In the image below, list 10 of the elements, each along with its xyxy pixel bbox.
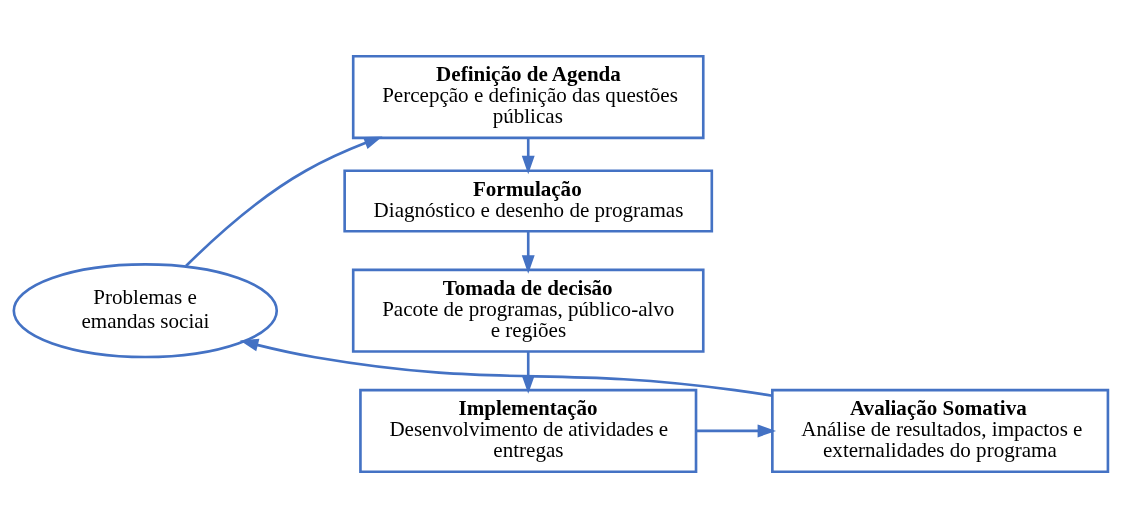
node-box: Formulação Diagnóstico e desenho de programas [343,168,714,233]
node-box: Definição de Agenda Percepção e definição das questões públicas [351,54,705,139]
node-box: Tomada de decisão Pacote de programas, público-alvo e regiões [351,268,705,353]
node-box: Avaliação Somativa Análise de resultados, impactos e externalidades do programa [771,388,1110,473]
arrow [521,137,535,174]
arrow [696,423,777,437]
arrow [521,231,535,274]
node-ellipse: Problemas e emandas sociai [12,262,279,358]
arrow [185,136,383,267]
node-box: Implementação Desenvolvimento de atividades e entregas [359,388,698,473]
